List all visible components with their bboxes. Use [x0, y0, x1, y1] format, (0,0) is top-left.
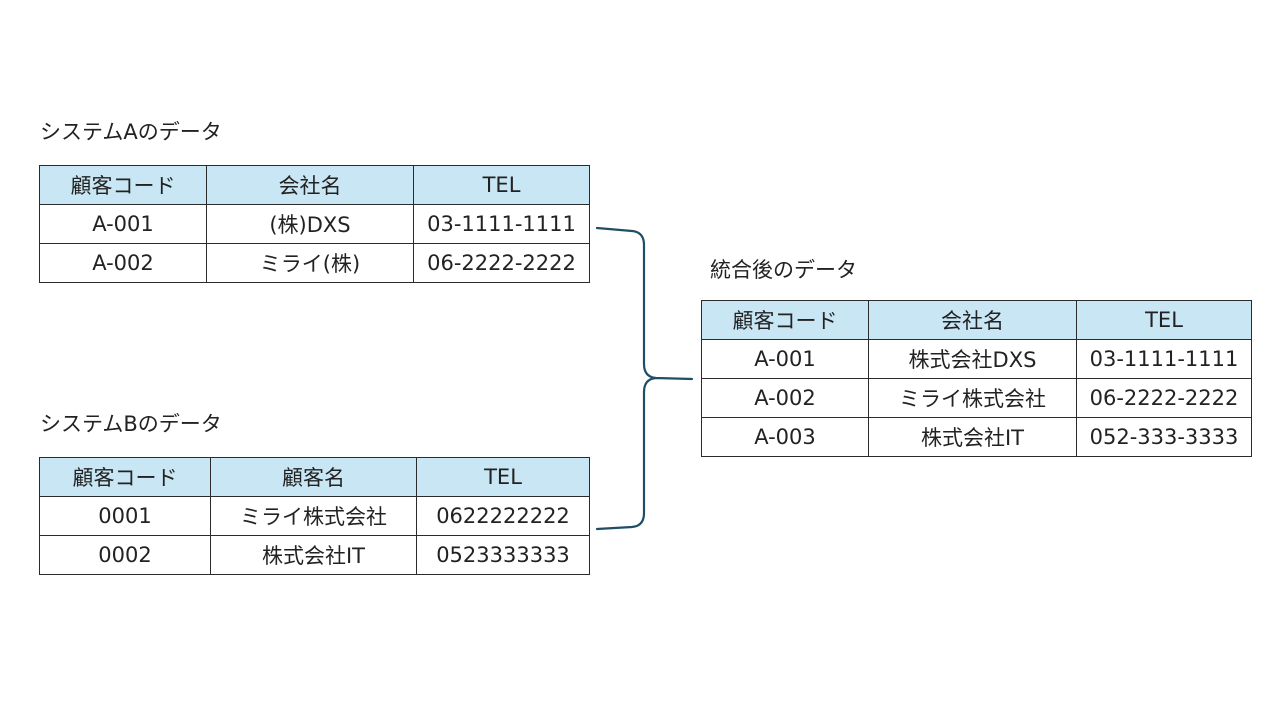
system-a-title: システムAのデータ: [40, 120, 222, 144]
header-tel: TEL: [416, 457, 590, 497]
merged-title: 統合後のデータ: [710, 258, 857, 282]
cell-tel: 0523333333: [416, 535, 590, 575]
header-tel: TEL: [1076, 300, 1252, 340]
merged-table: 顧客コード 会社名 TEL A-001 株式会社DXS 03-1111-1111…: [701, 300, 1252, 457]
table-header-row: 顧客コード 顧客名 TEL: [39, 457, 590, 497]
header-customer-code: 顧客コード: [39, 457, 211, 497]
table-header-row: 顧客コード 会社名 TEL: [701, 300, 1252, 340]
brace-path: [595, 226, 694, 531]
table-row: 0001 ミライ株式会社 0622222222: [39, 496, 590, 536]
header-company-name: 会社名: [206, 165, 414, 205]
header-customer-code: 顧客コード: [39, 165, 207, 205]
header-company-name: 会社名: [868, 300, 1077, 340]
cell-tel: 052-333-3333: [1076, 417, 1252, 457]
cell-customer-code: A-002: [701, 378, 869, 418]
cell-company-name: ミライ(株): [206, 243, 414, 283]
table-row: A-001 (株)DXS 03-1111-1111: [39, 204, 590, 244]
cell-tel: 0622222222: [416, 496, 590, 536]
table-header-row: 顧客コード 会社名 TEL: [39, 165, 590, 205]
cell-company-name: ミライ株式会社: [868, 378, 1077, 418]
system-b-title: システムBのデータ: [40, 412, 222, 436]
system-b-table: 顧客コード 顧客名 TEL 0001 ミライ株式会社 0622222222 00…: [39, 457, 590, 575]
cell-company-name: 株式会社IT: [868, 417, 1077, 457]
cell-company-name: (株)DXS: [206, 204, 414, 244]
cell-customer-code: A-002: [39, 243, 207, 283]
system-a-table: 顧客コード 会社名 TEL A-001 (株)DXS 03-1111-1111 …: [39, 165, 590, 283]
cell-tel: 03-1111-1111: [1076, 339, 1252, 379]
header-tel: TEL: [413, 165, 590, 205]
table-row: A-001 株式会社DXS 03-1111-1111: [701, 339, 1252, 379]
cell-customer-code: 0002: [39, 535, 211, 575]
cell-customer-code: A-001: [39, 204, 207, 244]
cell-customer-name: ミライ株式会社: [210, 496, 417, 536]
cell-company-name: 株式会社DXS: [868, 339, 1077, 379]
table-row: A-003 株式会社IT 052-333-3333: [701, 417, 1252, 457]
cell-customer-code: 0001: [39, 496, 211, 536]
table-row: A-002 ミライ(株) 06-2222-2222: [39, 243, 590, 283]
header-customer-code: 顧客コード: [701, 300, 869, 340]
cell-customer-code: A-001: [701, 339, 869, 379]
table-row: A-002 ミライ株式会社 06-2222-2222: [701, 378, 1252, 418]
cell-tel: 06-2222-2222: [413, 243, 590, 283]
table-row: 0002 株式会社IT 0523333333: [39, 535, 590, 575]
cell-customer-name: 株式会社IT: [210, 535, 417, 575]
cell-customer-code: A-003: [701, 417, 869, 457]
cell-tel: 06-2222-2222: [1076, 378, 1252, 418]
